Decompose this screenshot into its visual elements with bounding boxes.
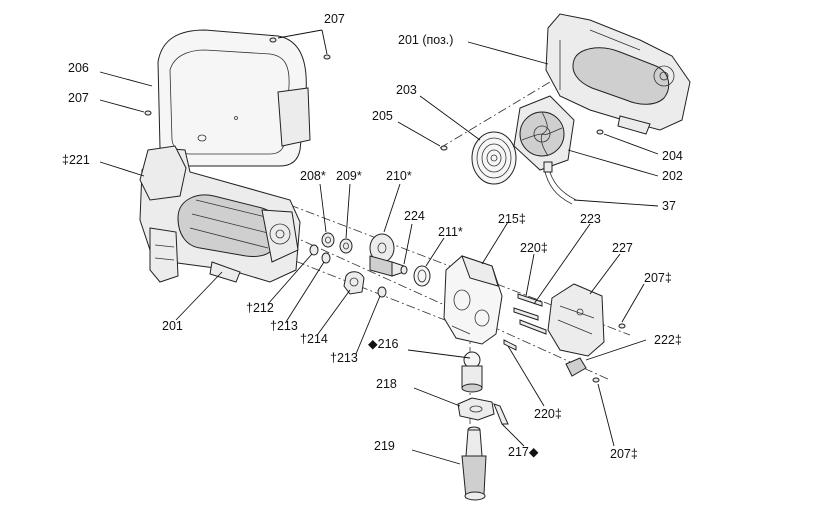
callout-223: 223 — [580, 212, 601, 226]
callout-208: 208* — [300, 169, 326, 183]
callout-207-right: 207‡ — [644, 271, 672, 285]
seal-209 — [339, 238, 353, 254]
bolt-223 — [519, 319, 547, 335]
callout-203: 203 — [396, 83, 417, 97]
callout-227: 227 — [612, 241, 633, 255]
callout-213-a: †213 — [270, 319, 298, 333]
callout-220-bot: 220‡ — [534, 407, 562, 421]
callout-201-repeat: 201 (поз.) — [398, 33, 453, 47]
fan-guard-203 — [471, 131, 517, 185]
front-cover-227 — [547, 283, 605, 357]
callout-216: ◆216 — [368, 337, 399, 351]
callout-207-top: 207 — [324, 12, 345, 26]
callout-224: 224 — [404, 209, 425, 223]
screw-204 — [596, 129, 604, 135]
screw-205 — [440, 145, 448, 151]
callout-213-b: †213 — [330, 351, 358, 365]
oring-211 — [413, 265, 431, 287]
callout-217: 217◆ — [508, 445, 539, 459]
bearing-214 — [343, 271, 365, 295]
washer-212 — [309, 244, 319, 256]
gasket-218 — [457, 397, 495, 421]
motor-frame-201 — [139, 145, 301, 283]
frame-201-repeat — [545, 13, 691, 135]
screw-207-top — [144, 37, 331, 116]
callout-220-top: 220‡ — [520, 241, 548, 255]
callout-222: 222‡ — [654, 333, 682, 347]
cooling-fan-202 — [513, 95, 575, 171]
callout-214: †214 — [300, 332, 328, 346]
crankshaft-210 — [369, 233, 405, 277]
callout-202: 202 — [662, 169, 683, 183]
callout-215: 215‡ — [498, 212, 526, 226]
shroud-cover-206 — [157, 29, 311, 167]
ring-224 — [400, 265, 408, 275]
callout-201: 201 — [162, 319, 183, 333]
callout-211: 211* — [438, 225, 463, 239]
fan-cable-37 — [543, 161, 577, 205]
inlet-elbow-216 — [461, 351, 483, 393]
pin-217 — [493, 403, 509, 425]
callout-219: 219 — [374, 439, 395, 453]
pump-housing-215 — [443, 255, 503, 345]
pin-220-bottom — [503, 339, 517, 351]
bolt-220-top — [513, 293, 543, 321]
callout-labels: 207 201 (поз.) 206 207 203 205 204 202 3… — [62, 12, 683, 461]
callout-209: 209* — [336, 169, 362, 183]
callout-212: †212 — [246, 301, 274, 315]
callout-204: 204 — [662, 149, 683, 163]
callout-205: 205 — [372, 109, 393, 123]
washer-213-b — [377, 286, 387, 298]
callout-37: 37 — [662, 199, 676, 213]
callout-221: ‡221 — [62, 153, 90, 167]
leader-lines — [99, 29, 659, 465]
washer-213-a — [321, 252, 331, 264]
callout-207-bot: 207‡ — [610, 447, 638, 461]
seal-208 — [321, 232, 335, 248]
callout-206: 206 — [68, 61, 89, 75]
screw-207-bottom — [592, 377, 600, 383]
suction-tube-219 — [461, 426, 487, 501]
latch-222 — [565, 357, 587, 377]
screw-207-right — [618, 323, 626, 329]
callout-218: 218 — [376, 377, 397, 391]
callout-210: 210* — [386, 169, 412, 183]
callout-207-left: 207 — [68, 91, 89, 105]
